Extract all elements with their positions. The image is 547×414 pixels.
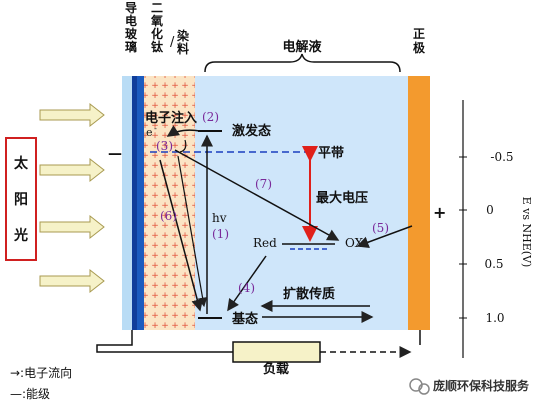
legend-line: —:能级 [10, 387, 50, 401]
electrolyte-label: 电解液 [282, 39, 321, 55]
process-2-label: (2) [202, 110, 219, 124]
counter-electrode-label-text: 正极 [413, 27, 426, 55]
process-6-arrow-2 [177, 155, 208, 308]
slash-separator: / [170, 35, 175, 50]
counter-electrode [408, 76, 430, 330]
electrolyte-brace [204, 53, 401, 73]
glass-electrode-strip [132, 76, 137, 330]
sunlight-box [5, 137, 37, 261]
process-4-label: (4) [238, 281, 255, 295]
sun-arrow-1 [39, 102, 105, 128]
tick-label-0: 0 [486, 203, 494, 217]
electron-charge: - [154, 124, 157, 133]
injection-label: 电子注入 [145, 110, 197, 126]
counter-electrode-label: 正极 [413, 27, 426, 55]
excited-state-label: 激发态 [232, 123, 271, 139]
dye-label: 染料 [176, 28, 190, 56]
glass-blue-strip [137, 76, 144, 330]
legend-arrow: →:电子流向 [10, 365, 72, 380]
circuit-left-wire [96, 330, 233, 353]
process-3-arrow [179, 139, 187, 153]
sunlight-label-text: 太阳光 [13, 155, 29, 244]
watermark-icon-2 [418, 383, 430, 395]
positive-terminal: + [433, 203, 446, 222]
process-7-label: (7) [255, 177, 272, 191]
process-7-arrow [174, 149, 340, 241]
glass-label: 导电玻璃 [125, 0, 138, 54]
load-box [232, 341, 321, 363]
electrolyte-region [195, 76, 408, 330]
process-6-label: (6) [160, 209, 177, 223]
electron-label: e [146, 126, 153, 139]
process-1-label: (1) [212, 227, 229, 241]
tio2-label-text: 二氧化钛 [150, 1, 164, 54]
process-3-label: (3) [156, 139, 173, 153]
sunlight-arrows [39, 102, 105, 294]
dye-label-text: 染料 [176, 28, 190, 56]
red-label: Red [253, 236, 277, 250]
process-6-arrow [159, 159, 204, 312]
ground-state-label: 基态 [231, 311, 258, 327]
process-5-label: (5) [372, 221, 389, 235]
sunlight-label: 太阳光 [13, 155, 29, 244]
tio2-label: 二氧化钛 [150, 1, 164, 54]
flat-band-label: 平带 [318, 145, 344, 161]
negative-terminal: — [108, 146, 122, 162]
energy-axis-title: E vs NHE(V) [520, 197, 533, 268]
watermark: 庞顺环保科技服务 [409, 378, 530, 395]
load-label: 负载 [263, 361, 289, 377]
process-4-arrow [227, 255, 267, 312]
watermark-text: 庞顺环保科技服务 [433, 378, 530, 393]
sun-arrow-3 [39, 214, 105, 240]
sun-arrow-2 [39, 157, 105, 183]
tick-label-05: 0.5 [484, 257, 503, 271]
ox-label: OX [345, 236, 364, 250]
tick-label-10: 1.0 [485, 311, 504, 325]
sun-arrow-4 [39, 268, 105, 294]
energy-axis-ticks: -0.5 0 0.5 1.0 [459, 150, 514, 325]
tick-label-neg05: -0.5 [490, 150, 513, 164]
injection-arrow [166, 125, 201, 137]
hv-label: hv [212, 211, 227, 225]
diffusion-label: 扩散传质 [283, 286, 335, 302]
process-5-arrow [356, 225, 413, 248]
glass-label-text: 导电玻璃 [125, 0, 138, 54]
max-voltage-label: 最大电压 [316, 190, 368, 206]
